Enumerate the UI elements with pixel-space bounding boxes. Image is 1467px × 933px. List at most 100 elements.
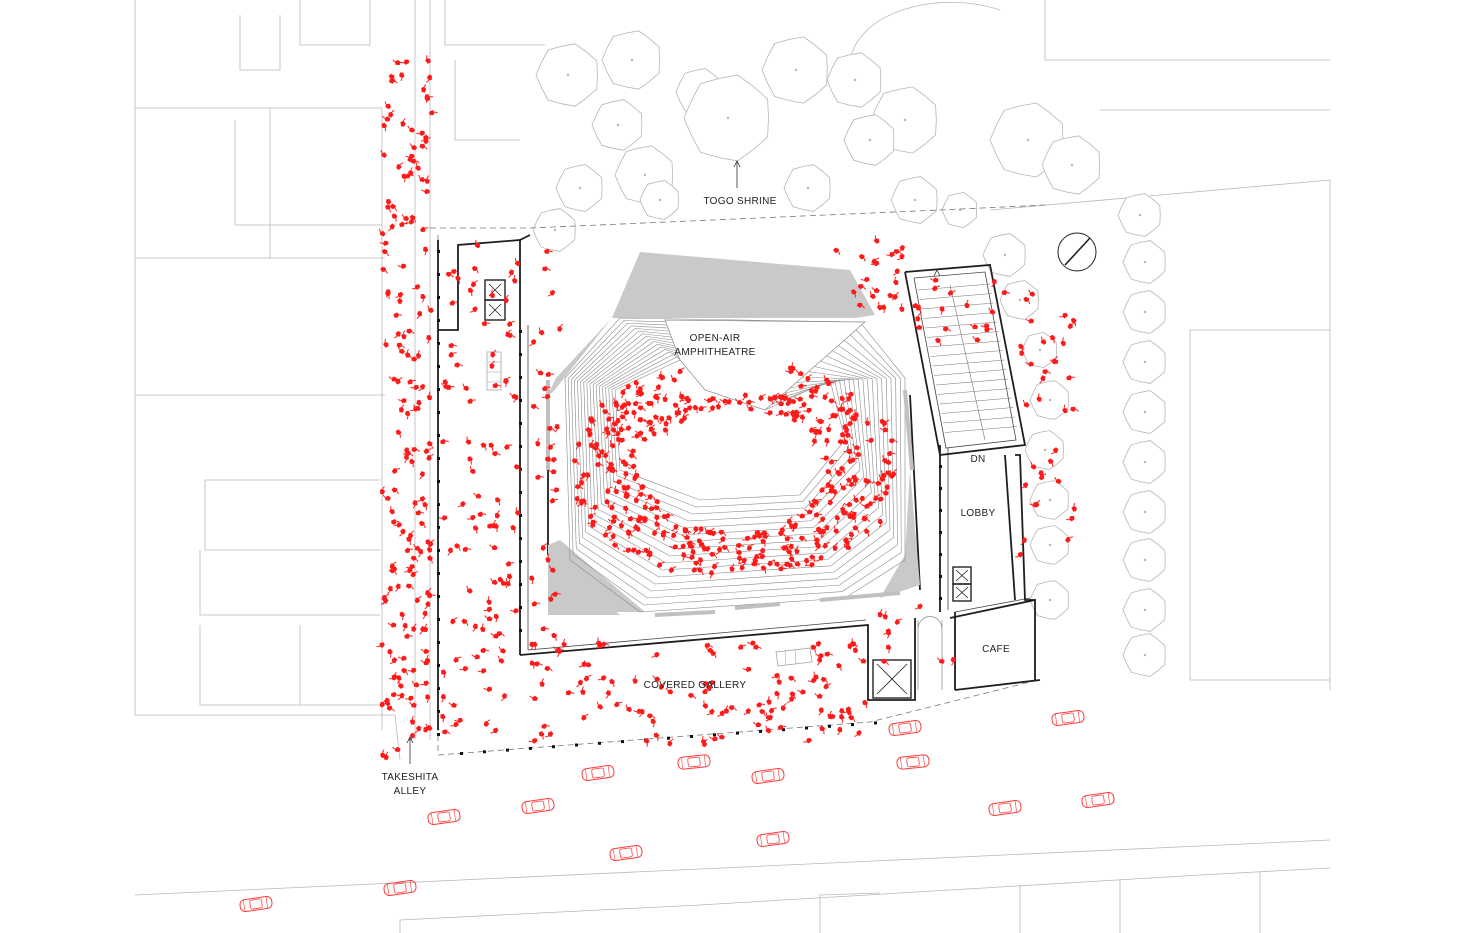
person-icon — [530, 404, 540, 410]
person-icon — [503, 378, 509, 388]
person-icon — [490, 632, 499, 639]
tree-icon — [683, 74, 769, 162]
person-icon — [809, 554, 816, 563]
person-icon — [438, 515, 448, 521]
person-icon — [585, 427, 593, 435]
person-icon — [964, 299, 970, 309]
tree-icon — [1122, 538, 1166, 582]
person-icon — [453, 656, 462, 663]
person-icon — [392, 59, 401, 65]
person-icon — [597, 642, 606, 649]
person-icon — [799, 414, 806, 424]
person-icon — [643, 547, 650, 557]
tree-icon — [826, 52, 882, 108]
person-icon — [864, 417, 870, 426]
person-icon — [609, 533, 616, 542]
person-icon — [407, 125, 416, 133]
person-icon — [392, 746, 401, 752]
person-icon — [1020, 482, 1029, 489]
tree-icon — [999, 280, 1039, 320]
person-icon — [419, 143, 428, 150]
person-icon — [632, 400, 642, 406]
person-icon — [381, 248, 389, 257]
person-icon — [422, 501, 429, 511]
person-icon — [440, 713, 446, 723]
person-icon — [672, 402, 680, 411]
person-icon — [397, 346, 405, 355]
person-icon — [505, 578, 511, 587]
person-icon — [383, 338, 389, 348]
person-icon — [465, 436, 472, 445]
person-icon — [665, 687, 674, 695]
person-icon — [589, 439, 595, 449]
person-icon — [746, 399, 755, 405]
person-icon — [387, 648, 393, 658]
person-icon — [480, 647, 490, 654]
person-icon — [819, 486, 828, 493]
person-icon — [809, 393, 818, 399]
person-icon — [844, 407, 853, 414]
person-icon — [870, 261, 880, 267]
person-icon — [684, 404, 693, 411]
person-icon — [863, 478, 869, 487]
person-icon — [403, 454, 410, 463]
person-icon — [605, 486, 612, 495]
person-icon — [834, 515, 841, 524]
person-icon — [404, 349, 411, 358]
person-icon — [799, 401, 807, 409]
person-icon — [867, 500, 876, 507]
person-icon — [503, 444, 513, 450]
person-icon — [858, 253, 866, 262]
person-icon — [596, 701, 604, 710]
person-icon — [628, 463, 637, 470]
person-icon — [820, 528, 827, 538]
person-icon — [819, 725, 826, 735]
person-icon — [384, 101, 392, 110]
car-icon — [580, 764, 616, 782]
person-icon — [535, 369, 544, 376]
person-icon — [511, 274, 518, 284]
car-icon — [895, 753, 931, 771]
person-icon — [815, 418, 824, 425]
person-icon — [592, 445, 601, 452]
person-icon — [912, 302, 922, 309]
person-icon — [790, 409, 798, 417]
person-icon — [409, 716, 416, 725]
person-icon — [702, 700, 709, 709]
person-icon — [1025, 318, 1034, 324]
person-icon — [467, 456, 473, 465]
person-icon — [873, 494, 881, 502]
car-icon — [755, 830, 791, 848]
person-icon — [947, 290, 956, 296]
person-icon — [397, 680, 404, 689]
person-icon — [417, 548, 424, 558]
person-icon — [554, 423, 560, 433]
person-icon — [843, 543, 852, 551]
person-icon — [400, 59, 410, 65]
person-icon — [654, 394, 660, 404]
person-icon — [716, 733, 725, 740]
person-icon — [397, 692, 405, 701]
person-icon — [449, 300, 459, 306]
person-icon — [805, 374, 813, 382]
person-icon — [822, 541, 831, 549]
person-icon — [480, 442, 487, 451]
person-icon — [844, 421, 853, 427]
tree-icon — [1029, 480, 1069, 520]
person-icon — [858, 657, 867, 664]
person-icon — [1020, 537, 1027, 546]
person-icon — [415, 510, 425, 516]
person-icon — [718, 529, 727, 536]
person-icon — [483, 606, 493, 613]
person-icon — [497, 655, 505, 664]
person-icon — [546, 426, 556, 432]
person-icon — [604, 498, 611, 508]
person-icon — [879, 427, 889, 433]
person-icon — [622, 461, 632, 468]
person-icon — [1022, 399, 1030, 408]
dn-label: DN — [970, 454, 985, 465]
person-icon — [1062, 404, 1068, 414]
person-icon — [414, 725, 422, 734]
person-icon — [417, 496, 426, 502]
person-icon — [387, 223, 395, 232]
